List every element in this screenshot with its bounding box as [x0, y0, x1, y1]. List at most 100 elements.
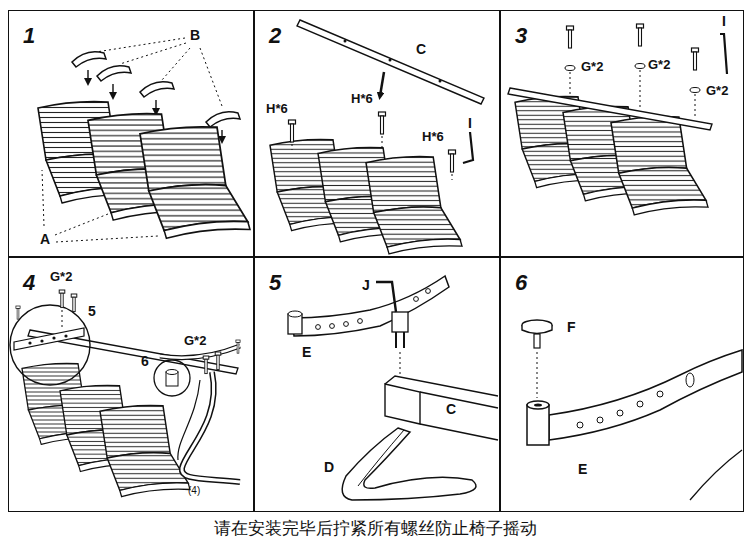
drawing-path: [420, 392, 498, 408]
drawing-line: [87, 70, 88, 82]
drawing-circle: [154, 360, 190, 396]
callout-label: G*2: [50, 270, 72, 283]
callout-label: H*6: [351, 92, 373, 105]
drawing-circle: [10, 305, 90, 385]
part-letter: E: [302, 345, 311, 359]
step-number: 2: [269, 25, 281, 47]
drawing-use: [692, 48, 699, 70]
drawing-line: [640, 70, 641, 109]
drawing-rect: [534, 334, 540, 348]
part-letter: C: [446, 402, 456, 416]
drawing-line: [395, 332, 397, 348]
drawing-circle: [426, 289, 431, 294]
drawing-circle: [64, 334, 67, 337]
step-number: 1: [23, 25, 35, 47]
callout-label: H*6: [266, 102, 288, 115]
drawing-path: [14, 328, 84, 350]
drawing-line: [695, 94, 696, 119]
drawing-line: [200, 48, 222, 106]
drawing-line: [155, 100, 156, 112]
step5-figure: [288, 276, 498, 500]
drawing-circle: [40, 339, 43, 342]
callout-label: H*6: [422, 130, 444, 143]
drawing-line: [112, 84, 113, 96]
drawing-path: [342, 428, 476, 500]
drawing-line: [62, 310, 63, 330]
step2-figure: [270, 20, 484, 254]
drawing-use: [206, 112, 240, 127]
part-letter: B: [190, 28, 200, 42]
drawing-ellipse: [635, 64, 645, 69]
step6-figure: [522, 320, 742, 500]
drawing-path: [292, 276, 449, 336]
drawing-use: [71, 294, 77, 312]
step-panel: 4: [8, 257, 254, 512]
drawing-circle: [577, 422, 583, 428]
drawing-line: [56, 236, 158, 242]
drawing-ellipse: [534, 403, 542, 406]
step-panel: 1: [8, 10, 254, 257]
drawing-circle: [439, 80, 442, 83]
step4-figure: [10, 290, 240, 497]
drawing-path: [690, 450, 742, 500]
drawing-use: [289, 120, 296, 142]
callout-label: 5: [88, 304, 96, 318]
drawing-line: [403, 332, 405, 348]
drawing-line: [380, 72, 384, 96]
drawing-ellipse: [686, 373, 694, 387]
part-letter: I: [468, 116, 472, 130]
drawing-ellipse: [690, 88, 700, 93]
drawing-path: [297, 20, 484, 104]
drawing-line: [537, 352, 538, 398]
drawing-line: [42, 170, 44, 226]
drawing-use: [140, 127, 250, 239]
drawing-use: [140, 82, 174, 97]
caption: 请在安装完毕后拧紧所有螺丝防止椅子摇动: [0, 518, 750, 538]
step3-figure: [508, 24, 727, 215]
drawing-path: [160, 346, 240, 358]
drawing-use: [72, 52, 106, 67]
drawing-circle: [344, 40, 347, 43]
drawing-use: [215, 352, 221, 370]
drawing-line: [382, 136, 383, 150]
part-letter: I: [722, 14, 726, 28]
drawing-rect: [527, 405, 549, 445]
step-panel: 2: [254, 10, 500, 257]
drawing-circle: [330, 324, 335, 329]
drawing-circle: [358, 319, 363, 324]
drawing-line: [452, 174, 453, 180]
part-letter: E: [578, 462, 587, 476]
drawing-line: [162, 48, 190, 80]
callout-label: (4): [188, 486, 200, 496]
callout-label: G*2: [648, 58, 670, 71]
drawing-path: [182, 372, 240, 482]
part-letter: F: [567, 320, 576, 334]
drawing-use: [59, 290, 65, 308]
drawing-line: [120, 43, 186, 64]
step-number: 6: [515, 272, 527, 294]
drawing-path: [720, 34, 727, 74]
drawing-path: [385, 384, 420, 424]
drawing-path: [463, 132, 473, 163]
step-number: 3: [515, 25, 527, 47]
drawing-circle: [52, 336, 55, 339]
drawing-use: [97, 66, 131, 81]
drawing-use: [366, 157, 462, 254]
callout-label: 6: [141, 354, 149, 368]
drawing-g: [570, 70, 695, 119]
part-letter: D: [324, 460, 334, 474]
drawing-ellipse: [527, 401, 549, 409]
drawing-line: [221, 130, 222, 140]
part-letter: J: [362, 278, 370, 292]
step-panel: 3: [500, 10, 744, 257]
drawing-use: [567, 26, 574, 48]
drawing-ellipse: [288, 311, 302, 317]
drawing-circle: [28, 341, 31, 344]
drawing-path: [182, 372, 240, 482]
drawing-use: [611, 117, 708, 215]
drawing-path: [178, 380, 200, 460]
drawing-use: [379, 112, 386, 134]
drawing-line: [96, 38, 185, 52]
step1-figure: [38, 38, 250, 242]
